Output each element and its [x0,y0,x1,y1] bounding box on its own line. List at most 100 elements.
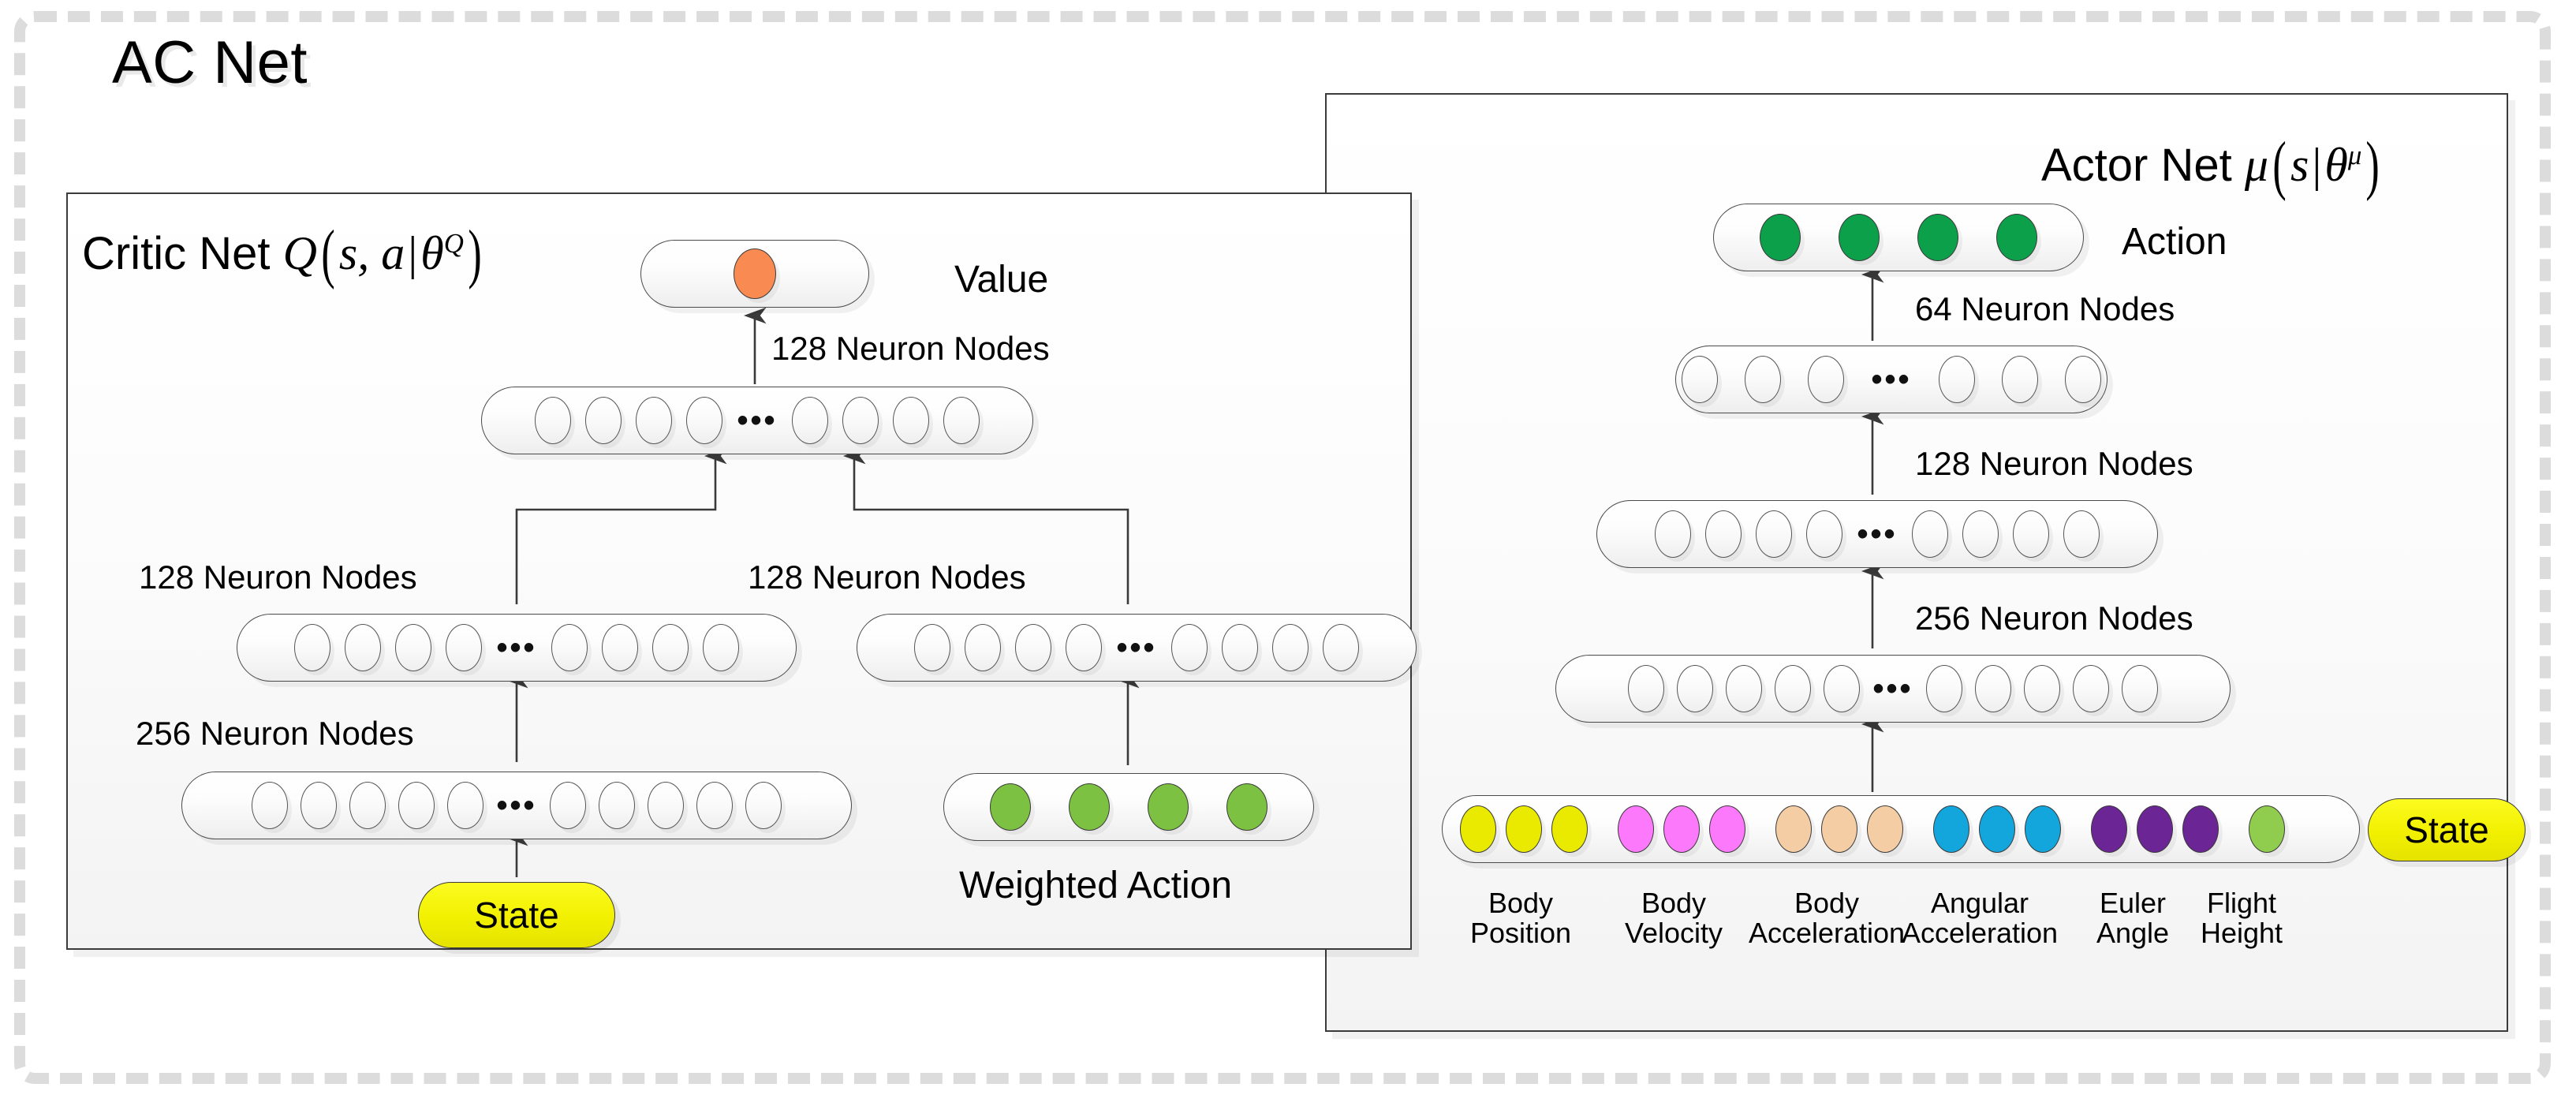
critic-weighted-action-label: Weighted Action [959,865,1233,906]
neuron-node [686,397,723,444]
neuron-node [349,782,386,829]
neuron-node [1726,665,1763,712]
neuron-node [345,624,382,671]
neuron-node [647,782,684,829]
state-group-label-line1: Euler [2099,887,2167,919]
neuron-node [2121,665,2158,712]
critic-to-value-edge-label: 128 Neuron Nodes [771,330,1050,367]
neuron-node [1271,624,1309,671]
neuron-node [1824,665,1861,712]
actor-hidden-256-layer[interactable]: ••• [1555,655,2231,723]
actor-mid-edge-label: 128 Neuron Nodes [1915,445,2193,482]
neuron-node [1745,356,1782,403]
neuron-node [636,397,673,444]
action-node [1839,214,1880,261]
neuron-node [1015,624,1052,671]
critic-state-branch-hidden-layer[interactable]: ••• [237,614,797,682]
state-node [1663,805,1700,853]
neuron-node [892,397,929,444]
action-node [1760,214,1801,261]
neuron-node [2001,356,2038,403]
neuron-node [1775,665,1812,712]
critic-state-input-hidden-layer[interactable]: ••• [181,772,852,839]
critic-state-layer-edge-label: 256 Neuron Nodes [136,715,414,752]
state-group-label-line1: Flight [2206,887,2277,919]
neuron-node [791,397,828,444]
actor-hidden-64-layer[interactable]: ••• [1675,346,2107,413]
neuron-node [1628,665,1665,712]
neuron-node [2023,665,2060,712]
neuron-node [551,624,588,671]
actor-to-action-edge-label: 64 Neuron Nodes [1915,290,2175,327]
weighted-action-node [1148,783,1189,831]
critic-action-branch-hidden-layer[interactable]: ••• [857,614,1417,682]
state-group-label-line2: Acceleration [1901,917,2059,950]
action-node [1996,214,2037,261]
state-group-angle [2091,805,2219,853]
neuron-node [446,624,483,671]
weighted-action-node [1226,783,1267,831]
actor-net-title: Actor Net μ(s|θμ) [2041,133,2384,199]
neuron-node [395,624,432,671]
neuron-node [398,782,435,829]
neuron-node [1705,510,1742,558]
state-node [1709,805,1745,853]
state-node [1618,805,1654,853]
neuron-node [1756,510,1793,558]
neuron-node [842,397,879,444]
neuron-node [1322,624,1359,671]
neuron-node [1962,510,1999,558]
actor-hidden-128-layer[interactable]: ••• [1596,500,2158,568]
neuron-node [2063,510,2100,558]
neuron-node [535,397,572,444]
neuron-node [1221,624,1258,671]
critic-net-title-formula: Q(s, a|θQ) [282,217,482,290]
actor-state-badge[interactable]: State [2368,798,2526,861]
state-node [1933,805,1969,853]
critic-weighted-action-input-layer[interactable] [943,773,1314,841]
critic-value-output-layer[interactable] [640,240,869,308]
actor-action-output-layer[interactable] [1713,204,2084,271]
neuron-node [1925,665,1962,712]
neuron-node [447,782,484,829]
neuron-node [1682,356,1719,403]
state-node [1821,805,1857,853]
state-group-height [2249,805,2285,853]
state-node [1460,805,1496,853]
neuron-node [2012,510,2049,558]
critic-merged-hidden-layer[interactable]: ••• [481,387,1033,454]
neuron-node [745,782,782,829]
neuron-node [1655,510,1692,558]
critic-state-badge[interactable]: State [418,882,615,948]
neuron-node [598,782,635,829]
critic-value-label: Value [954,259,1049,301]
neuron-node [1974,665,2011,712]
actor-net-title-formula: μ(s|θμ) [2244,129,2380,202]
neuron-node [651,624,689,671]
state-group-acceleration [1775,805,1903,853]
state-group-label-line1: Angular [1930,887,2029,919]
action-node [1917,214,1958,261]
state-node [2137,805,2173,853]
state-group-label-line2: Velocity [1624,917,1723,950]
neuron-node [2064,356,2101,403]
state-node [1775,805,1812,853]
actor-net-title-text: Actor Net [2041,140,2232,191]
state-node [2249,805,2285,853]
actor-state-input-layer[interactable] [1442,795,2360,863]
state-group-label-line2: Angle [2096,917,2170,950]
neuron-node [696,782,733,829]
actor-action-label: Action [2122,221,2227,263]
value-node [734,248,776,299]
critic-net-title: Critic Net Q(s, a|θQ) [82,221,486,287]
neuron-node [965,624,1002,671]
neuron-node [943,397,980,444]
state-group-label-line1: Body [1488,887,1554,919]
state-group-label-line1: Body [1794,887,1860,919]
